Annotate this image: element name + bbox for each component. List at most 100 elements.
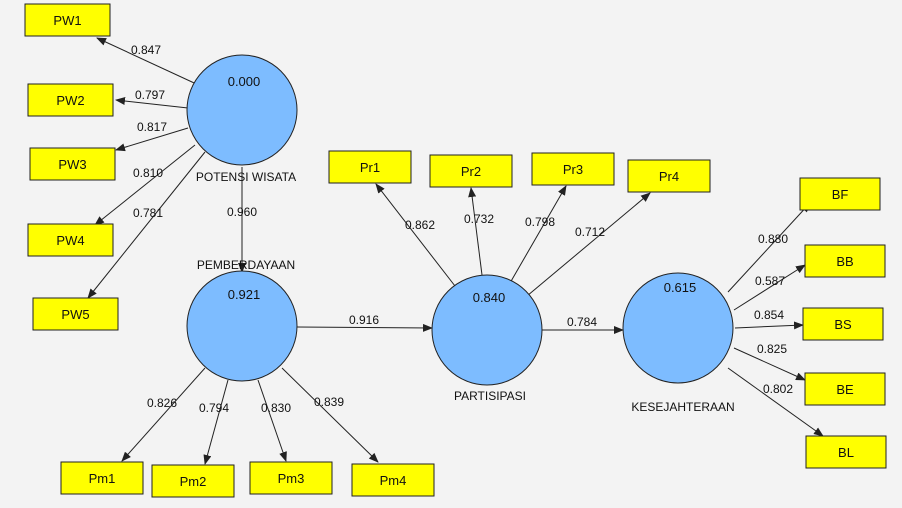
indicator-label: Pr1	[360, 160, 380, 175]
loading-edge-bl	[727, 367, 824, 437]
loading-weight-bb: 0.587	[755, 274, 785, 288]
loading-edge-pr3	[509, 185, 567, 284]
loading-weight-pm2: 0.794	[199, 401, 229, 415]
loading-weight-pw2: 0.797	[135, 88, 165, 102]
loading-weight-pw5: 0.781	[133, 206, 163, 220]
path-arrow	[296, 323, 433, 332]
loading-arrow	[115, 97, 189, 109]
loading-weight-bs: 0.854	[754, 308, 784, 322]
indicator-label: BL	[838, 445, 854, 460]
indicator-box	[24, 3, 111, 37]
indicator-box	[804, 372, 886, 406]
loading-edge-pm3	[257, 379, 287, 462]
construct-r-squared: 0.615	[664, 280, 697, 295]
indicator-bf[interactable]: BF	[799, 177, 881, 211]
loading-weight-pw4: 0.810	[133, 166, 163, 180]
loading-arrow	[96, 37, 206, 89]
loading-arrow	[733, 264, 806, 311]
loading-edge-pr4	[526, 192, 651, 297]
loading-arrow	[94, 144, 196, 226]
loading-arrow	[375, 183, 456, 287]
indicator-box	[799, 177, 881, 211]
loading-weight-pw1: 0.847	[131, 43, 161, 57]
indicator-pr3[interactable]: Pr3	[531, 152, 615, 186]
indicator-pw2[interactable]: PW2	[27, 83, 114, 117]
indicator-label: Pm3	[278, 471, 305, 486]
indicator-pm1[interactable]: Pm1	[60, 461, 144, 495]
construct-circle	[186, 54, 298, 166]
construct-r-squared: 0.840	[473, 290, 506, 305]
construct-pa[interactable]: 0.840	[431, 274, 543, 386]
loading-edge-bb	[733, 264, 806, 311]
path-coefficient-pw-pb: 0.960	[227, 205, 257, 219]
indicator-label: PW1	[53, 13, 81, 28]
path-coefficient-pa-ke: 0.784	[567, 315, 597, 329]
loading-edge-pw3	[115, 127, 189, 152]
loading-weight-pr4: 0.712	[575, 225, 605, 239]
construct-ke[interactable]: 0.615	[622, 272, 734, 384]
indicator-label: PW4	[56, 233, 84, 248]
indicator-pm4[interactable]: Pm4	[351, 463, 435, 497]
loading-arrow	[526, 192, 651, 297]
loading-weight-pr2: 0.732	[464, 212, 494, 226]
indicator-label: BE	[836, 382, 854, 397]
loading-arrow	[734, 321, 804, 330]
indicator-pw1[interactable]: PW1	[24, 3, 111, 37]
loading-weight-pr1: 0.862	[405, 218, 435, 232]
loading-edge-pm2	[203, 379, 229, 465]
indicator-label: BS	[834, 317, 852, 332]
indicator-label: PW5	[61, 307, 89, 322]
construct-name: PEMBERDAYAAN	[197, 258, 295, 272]
indicator-box	[804, 244, 886, 278]
loading-arrow	[727, 202, 811, 293]
loading-arrow	[509, 185, 567, 284]
indicator-bs[interactable]: BS	[802, 307, 884, 341]
edges-layer	[87, 37, 824, 465]
loading-edge-be	[733, 347, 806, 381]
indicator-box	[151, 464, 235, 498]
loading-weight-pm1: 0.826	[147, 396, 177, 410]
loading-weight-pm4: 0.839	[314, 395, 344, 409]
indicator-box	[60, 461, 144, 495]
indicator-box	[805, 435, 887, 469]
loading-weight-bf: 0.880	[758, 232, 788, 246]
construct-circle	[431, 274, 543, 386]
loading-arrow	[727, 367, 824, 437]
indicator-pw4[interactable]: PW4	[27, 223, 114, 257]
indicator-pr2[interactable]: Pr2	[429, 154, 513, 188]
indicator-be[interactable]: BE	[804, 372, 886, 406]
construct-circle	[622, 272, 734, 384]
loading-arrow	[115, 127, 189, 152]
indicator-pr1[interactable]: Pr1	[328, 150, 412, 184]
construct-name: PARTISIPASI	[454, 389, 526, 403]
loading-edge-pw5	[87, 151, 206, 299]
loading-weight-pw3: 0.817	[137, 120, 167, 134]
construct-pw[interactable]: 0.000	[186, 54, 298, 166]
indicator-pw5[interactable]: PW5	[32, 297, 119, 331]
loading-edge-pw1	[96, 37, 206, 89]
loading-weight-be: 0.825	[757, 342, 787, 356]
indicator-box	[627, 159, 711, 193]
indicator-box	[328, 150, 412, 184]
indicator-bl[interactable]: BL	[805, 435, 887, 469]
indicator-label: Pm4	[380, 473, 407, 488]
loading-arrow	[281, 367, 379, 463]
construct-circle	[186, 270, 298, 382]
indicator-pm3[interactable]: Pm3	[249, 461, 333, 495]
indicator-pw3[interactable]: PW3	[29, 147, 116, 181]
indicator-label: Pr3	[563, 162, 583, 177]
loading-arrow	[203, 379, 229, 465]
indicator-label: PW2	[56, 93, 84, 108]
indicator-bb[interactable]: BB	[804, 244, 886, 278]
loading-edge-pw4	[94, 144, 196, 226]
indicator-pr4[interactable]: Pr4	[627, 159, 711, 193]
construct-pb[interactable]: 0.921	[186, 270, 298, 382]
indicator-box	[531, 152, 615, 186]
indicator-box	[351, 463, 435, 497]
indicator-label: Pm1	[89, 471, 116, 486]
indicator-box	[27, 83, 114, 117]
indicator-pm2[interactable]: Pm2	[151, 464, 235, 498]
indicator-label: Pr4	[659, 169, 679, 184]
